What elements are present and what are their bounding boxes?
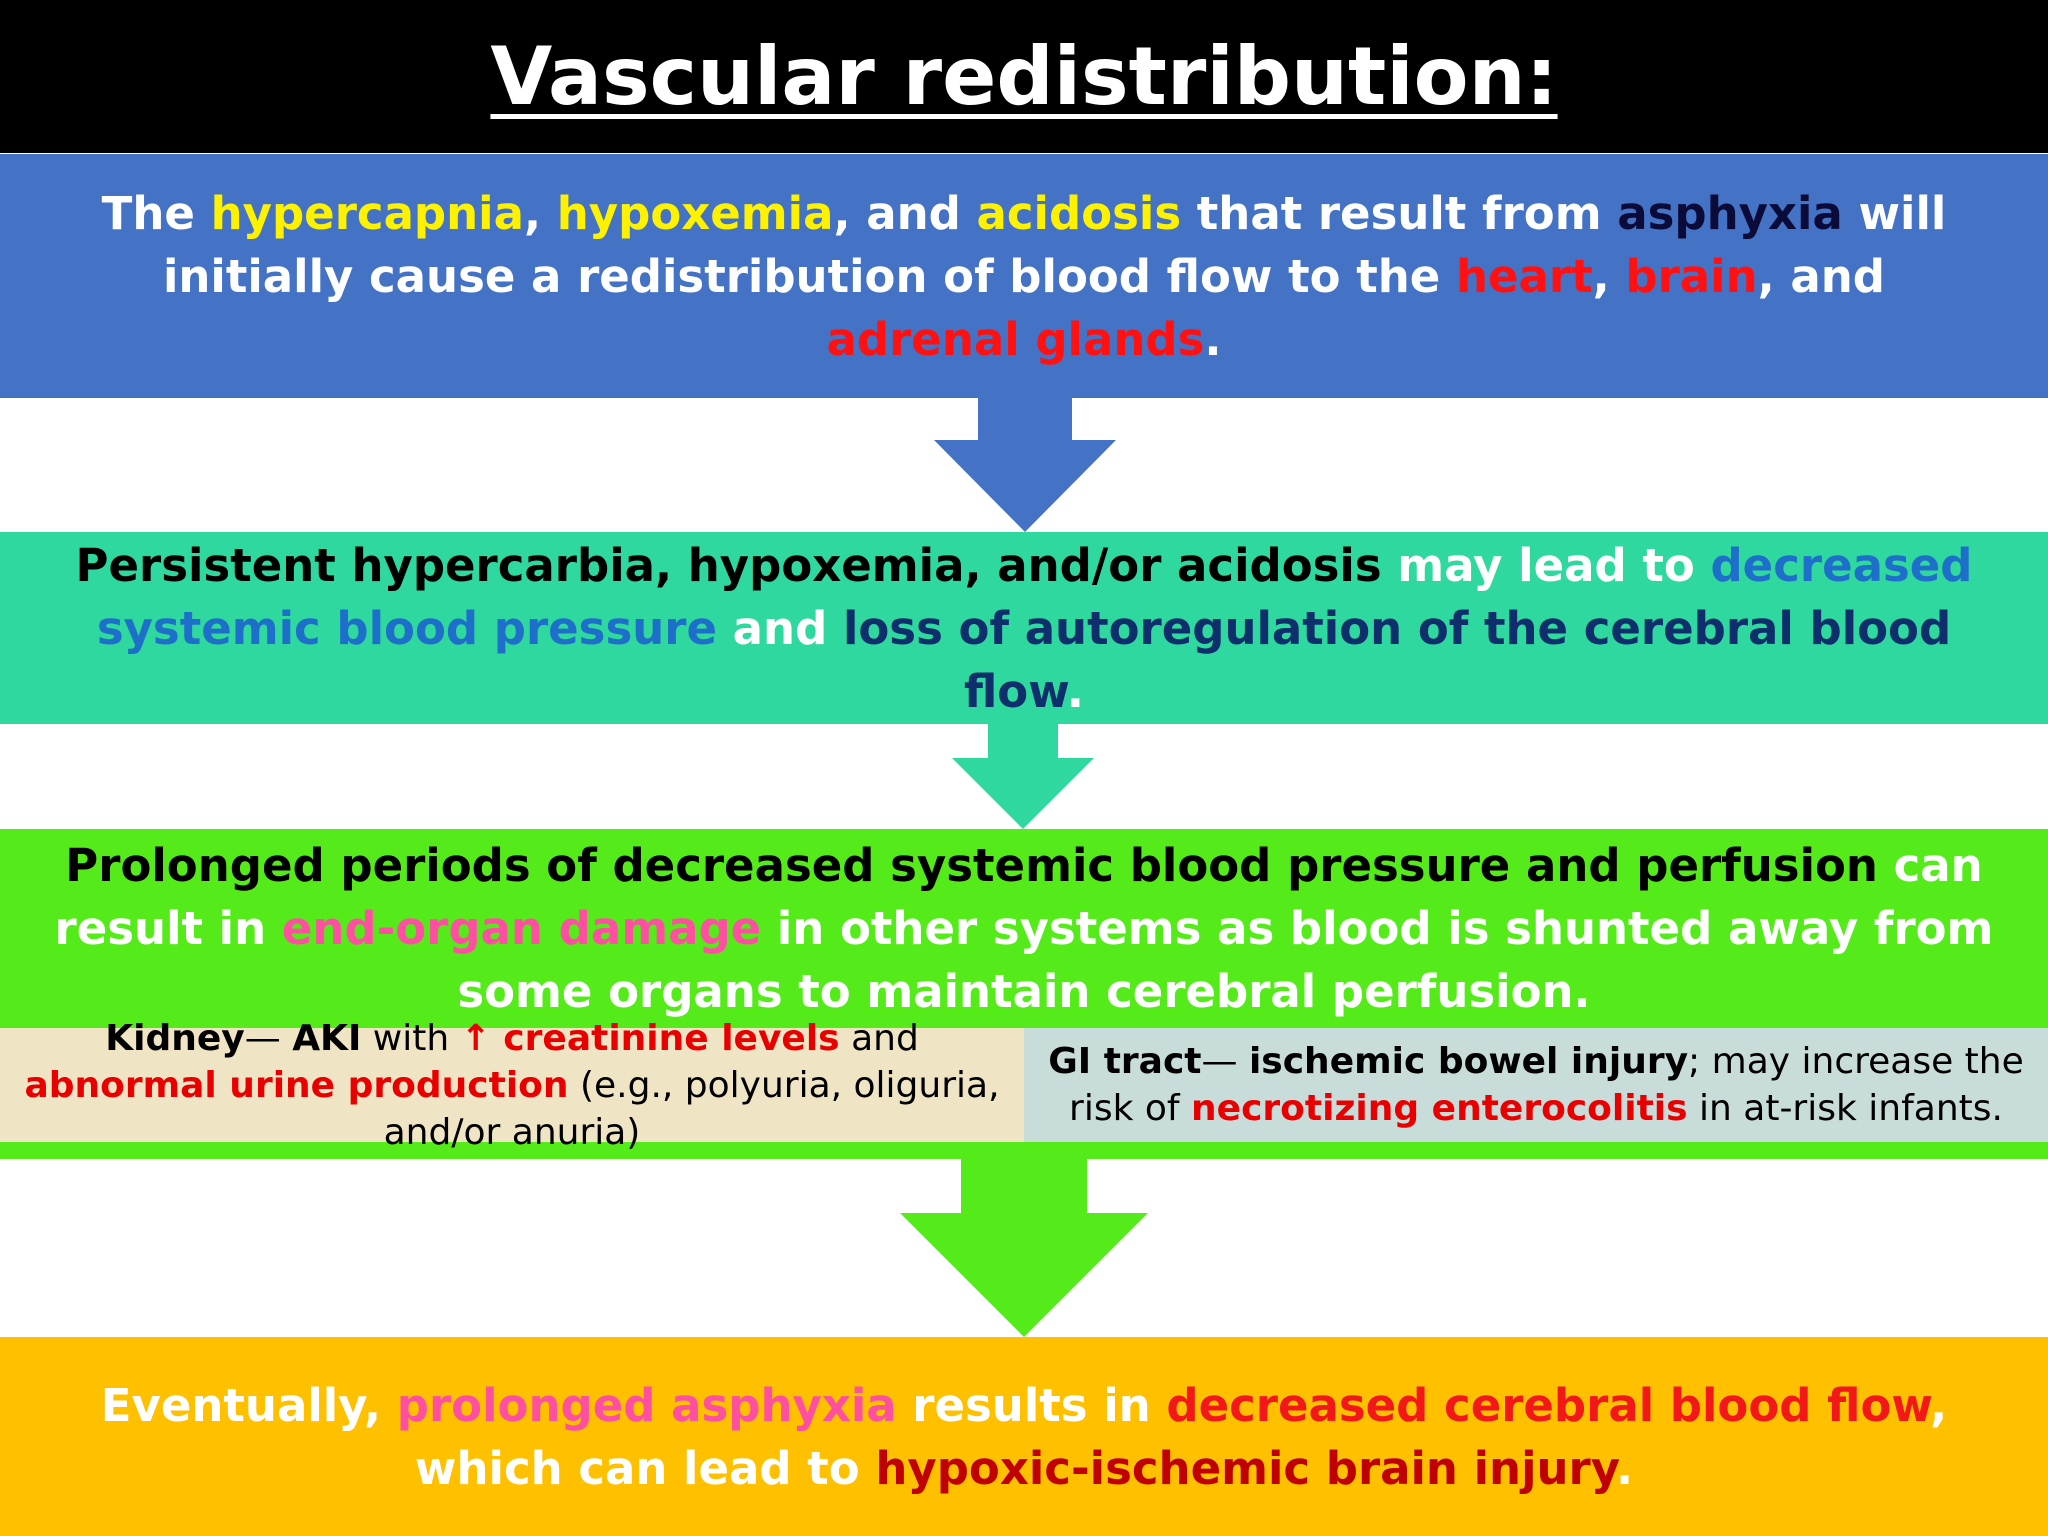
term-acidosis: acidosis [976,186,1182,240]
term-brain: brain [1625,249,1758,303]
term-decreased-bp: decreased systemic blood pressure [96,538,1973,655]
slide-title: Vascular redistribution: [490,30,1558,123]
term-end-organ-damage: end-organ damage [281,901,762,955]
text-segment: , and [833,186,977,240]
text-segment: in other systems as blood is shunted awa… [457,901,1994,1018]
term-loss-autoregulation: loss of autoregulation of the cerebral b… [842,601,1952,718]
step-box-persistent: Persistent hypercarbia, hypoxemia, and/o… [0,532,2048,724]
term-creatinine: ↑ creatinine levels [460,1017,840,1059]
text-segment: , and [1757,249,1886,303]
term-asphyxia: asphyxia [1617,186,1843,240]
text-segment: will initially cause a redistribution of… [162,186,1947,303]
term-hie: hypoxic-ischemic brain injury [875,1441,1616,1495]
term-prolonged-asphyxia: prolonged asphyxia [396,1378,897,1432]
text-segment: . [1204,312,1222,366]
kidney-text: Kidney— AKI with ↑ creatinine levels and… [20,1015,1004,1156]
text-segment: , [523,186,557,240]
step-text-redistribution: The hypercapnia, hypoxemia, and acidosis… [0,182,2048,371]
text-segment: in at-risk infants. [1687,1088,2003,1129]
text-segment: and [839,1017,919,1059]
text-segment: , [1592,249,1626,303]
step-text-prolonged: Prolonged periods of decreased systemic … [0,829,2048,1027]
gi-text: GI tract— ischemic bowel injury; may inc… [1044,1038,2028,1132]
label-gi-tract: GI tract [1048,1041,1202,1082]
term-prolonged-periods: Prolonged periods of decreased systemic … [65,838,1878,892]
text-segment: , which can lead to [414,1378,1948,1495]
term-abnormal-urine: abnormal urine production [24,1064,569,1106]
step-box-redistribution: The hypercapnia, hypoxemia, and acidosis… [0,154,2048,398]
text-segment: Eventually, [100,1378,397,1432]
text-segment: with [361,1017,461,1059]
gi-tract-box: GI tract— ischemic bowel injury; may inc… [1024,1028,2048,1142]
text-segment: may lead to [1381,538,1711,592]
down-arrow-icon [952,724,1094,829]
text-segment: that result from [1181,186,1618,240]
text-segment: and [717,601,843,655]
down-arrow-icon [900,1159,1148,1337]
term-decreased-cbf: decreased cerebral blood flow [1166,1378,1931,1432]
title-bar: Vascular redistribution: [0,0,2048,153]
text-segment: — [1201,1041,1249,1082]
label-kidney: Kidney [105,1017,245,1059]
term-nec: necrotizing enterocolitis [1191,1088,1688,1129]
term-heart: heart [1456,249,1593,303]
term-aki: AKI [292,1017,362,1059]
step-text-eventually: Eventually, prolonged asphyxia results i… [0,1374,2048,1500]
text-segment: . [1615,1441,1634,1495]
step-text-prolonged-inner: Prolonged periods of decreased systemic … [30,834,2018,1023]
step-box-eventually: Eventually, prolonged asphyxia results i… [0,1337,2048,1536]
step-text-persistent: Persistent hypercarbia, hypoxemia, and/o… [0,534,2048,723]
term-ischemic-bowel: ischemic bowel injury [1248,1041,1689,1082]
text-segment: can result in [54,838,1983,955]
term-adrenal-glands: adrenal glands [826,312,1205,366]
text-segment: (e.g., polyuria, oliguria, and/or anuria… [383,1064,1000,1153]
text-segment: . [1066,664,1085,718]
term-hypercapnia: hypercapnia [210,186,524,240]
text-segment: — [244,1017,293,1059]
term-hypoxemia: hypoxemia [556,186,834,240]
down-arrow-icon [934,398,1116,532]
text-segment: results in [896,1378,1167,1432]
term-persistent-conditions: Persistent hypercarbia, hypoxemia, and/o… [75,538,1382,592]
text-segment: The [101,186,211,240]
text-segment: ; may increase the risk of [1069,1041,2024,1129]
kidney-box: Kidney— AKI with ↑ creatinine levels and… [0,1018,1024,1153]
